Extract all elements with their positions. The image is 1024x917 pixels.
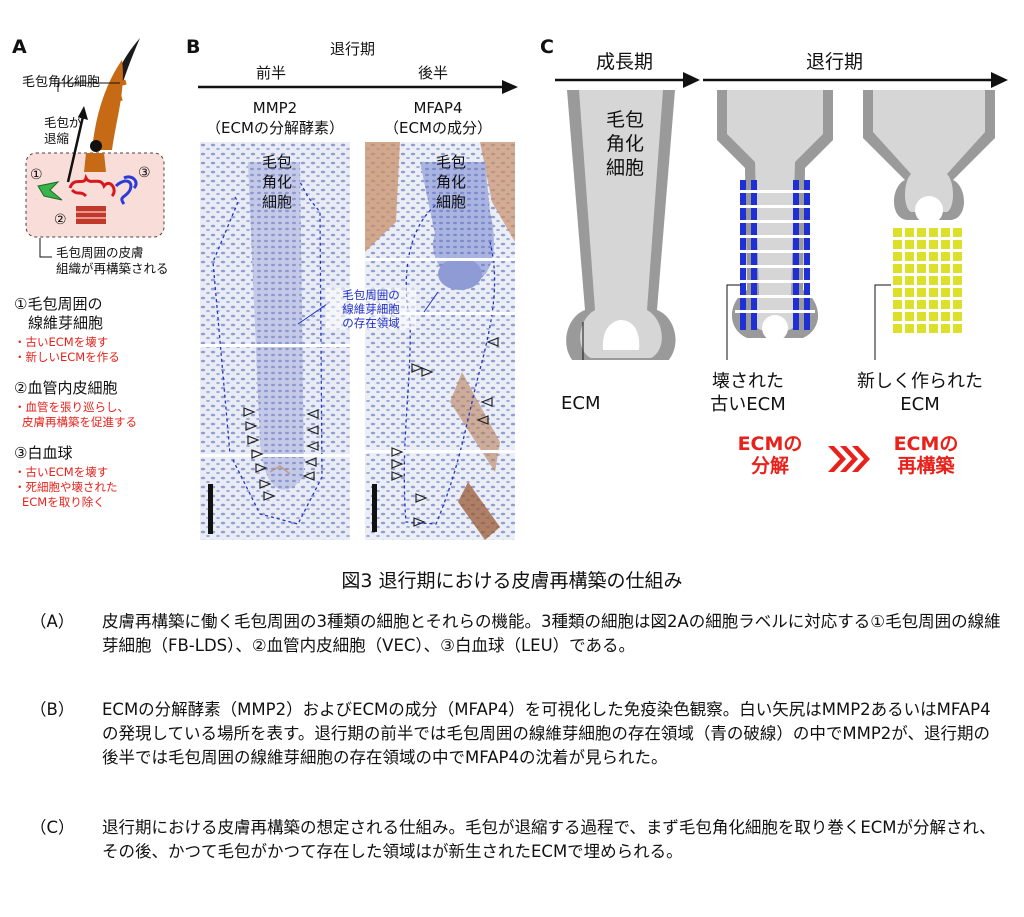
item-1-title: ①毛包周囲の xyxy=(14,295,103,313)
caption-label: （A） xyxy=(30,612,75,631)
item-1-title-2: 線維芽細胞 xyxy=(28,314,104,332)
caption-item-b: （B） ECMの分解酵素（MMP2）およびECMの成分（MFAP4）を可視化した… xyxy=(30,698,1005,798)
label-regress: 毛包が 退縮 xyxy=(44,115,82,146)
ecm-label: ECM xyxy=(561,393,601,414)
remodel-step: ECMの再構築 xyxy=(893,433,959,477)
chevrons-icon xyxy=(828,446,870,472)
item-3-note: ECMを取り除く xyxy=(22,495,105,509)
item-2-note: ・血管を張り巡らし、 xyxy=(14,400,129,414)
panel-b-letter: B xyxy=(186,36,201,58)
marker-2: ② xyxy=(54,212,67,228)
item-3-note: ・死細胞や壊された xyxy=(14,480,118,494)
regression-phase-label: 退行期 xyxy=(806,51,864,73)
mfap4-title: MFAP4（ECMの成分） xyxy=(384,99,492,137)
old-ecm-blocks xyxy=(740,180,810,330)
phase-label: 退行期 xyxy=(330,40,376,58)
growth-phase-label: 成長期 xyxy=(596,51,654,73)
label-remodel: 毛包周囲の皮膚 組織が再構築される xyxy=(56,245,169,276)
marker-1: ① xyxy=(30,167,43,183)
label-keratinocyte: 毛包角化細胞 xyxy=(22,75,101,90)
caption-item-a: （A） 皮膚再構築に働く毛包周囲の3種類の細胞とそれらの機能。3種類の細胞は図2… xyxy=(30,610,1005,684)
figure-title: 図3 退行期における皮膚再構築の仕組み xyxy=(341,570,683,592)
mfap4-hf-label: 毛包角化細胞 xyxy=(435,153,466,211)
ecm-remodeling-diagram xyxy=(555,72,1008,360)
first-half-label: 前半 xyxy=(256,64,287,82)
caption-text: ECMの分解酵素（MMP2）およびECMの成分（MFAP4）を可視化した免疫染色… xyxy=(102,700,991,767)
mmp2-title: MMP2（ECMの分解酵素） xyxy=(206,99,344,137)
caption-item-c: （C） 退行期における皮膚再構築の想定される仕組み。毛包が退縮する過程で、まず毛… xyxy=(30,816,1005,892)
item-2-title: ②血管内皮細胞 xyxy=(14,379,118,397)
degradation-step: ECMの分解 xyxy=(737,433,803,477)
hair-follicle-diagram xyxy=(25,38,165,258)
item-1-note: ・古いECMを壊す xyxy=(14,335,109,349)
panel-a-letter: A xyxy=(12,36,27,58)
mmp2-hf-label: 毛包角化細胞 xyxy=(261,153,292,211)
marker-3: ③ xyxy=(138,165,151,181)
diagram-hf-label: 毛包角化細胞 xyxy=(605,109,644,179)
item-2-note: 皮膚再構築を促進する xyxy=(22,415,137,429)
second-half-label: 後半 xyxy=(418,64,449,82)
item-1-note: ・新しいECMを作る xyxy=(14,350,120,364)
caption-text: 退行期における皮膚再構築の想定される仕組み。毛包が退縮する過程で、まず毛包角化細… xyxy=(102,818,996,861)
item-3-title: ③白血球 xyxy=(14,444,73,462)
old-ecm-label: 壊された古いECM xyxy=(710,371,786,415)
item-3-note: ・古いECMを壊す xyxy=(14,465,109,479)
cell-function-list: ①毛包周囲の 線維芽細胞 ・古いECMを壊す ・新しいECMを作る ②血管内皮細… xyxy=(14,295,189,510)
immunostain-images xyxy=(200,142,515,540)
new-ecm-grid xyxy=(893,228,962,333)
caption-label: （B） xyxy=(30,700,75,719)
time-arrow-b xyxy=(198,80,518,94)
caption-text: 皮膚再構築に働く毛包周囲の3種類の細胞とそれらの機能。3種類の細胞は図2Aの細胞… xyxy=(102,612,1001,655)
panel-c-letter: C xyxy=(540,36,554,58)
caption-label: （C） xyxy=(30,818,75,837)
fibroblast-region-label: 毛包周囲の線維芽細胞の存在領域 xyxy=(326,288,416,330)
